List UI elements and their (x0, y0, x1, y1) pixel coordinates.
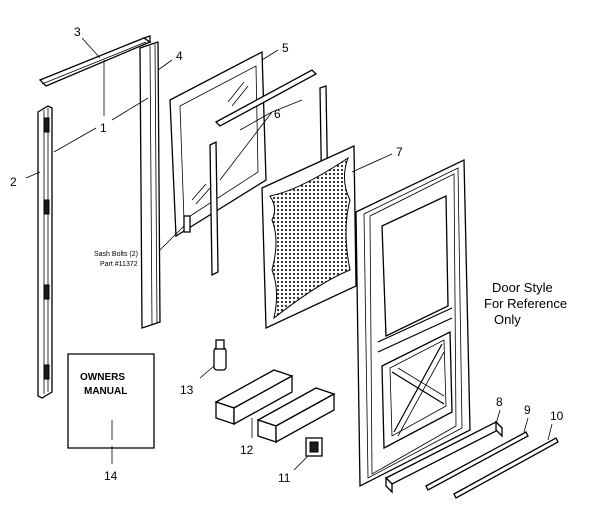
label-part-10: 10 (550, 409, 564, 423)
part-3-top-rail (38, 35, 152, 87)
label-part-7: 7 (396, 145, 403, 159)
sash-bolt (183, 215, 191, 233)
door-reference-illustration (355, 158, 471, 488)
part-4-latch-rail (139, 41, 161, 329)
part-14-owners-manual (67, 353, 155, 449)
part-12-spacer-blocks (214, 369, 336, 444)
label-part-8: 8 (496, 395, 503, 409)
label-part-2: 2 (10, 175, 17, 189)
part-8-bottom-sweep (384, 420, 504, 494)
label-part-11: 11 (278, 471, 291, 485)
part-11-latch (305, 437, 323, 457)
label-part-5: 5 (282, 41, 289, 55)
door-reference-line2: For Reference (484, 296, 567, 311)
label-part-3: 3 (74, 25, 81, 39)
part-13-bottle (213, 339, 227, 371)
part-10-drip-strip (453, 437, 559, 499)
label-part-6: 6 (274, 107, 281, 121)
door-reference-line3: Only (494, 312, 521, 327)
label-part-1: 1 (100, 121, 107, 135)
leader-lines (25, 37, 553, 471)
door-reference-line1: Door Style (492, 280, 553, 295)
label-part-14: 14 (104, 469, 118, 483)
part-2-hinge-rail (37, 105, 53, 399)
label-part-12: 12 (240, 443, 254, 457)
sash-bolts-note-line2: Part #11372 (100, 261, 138, 268)
manual-title-line1: OWNERS (80, 372, 125, 383)
sash-bolts-note-line1: Sash Bolts (2) (94, 251, 138, 258)
manual-title-line2: MANUAL (84, 386, 127, 397)
part-7-screen-insert (261, 144, 357, 330)
label-part-9: 9 (524, 403, 531, 417)
part-9-expander (425, 431, 529, 491)
label-part-13: 13 (180, 383, 194, 397)
part-5-glass-insert (169, 50, 267, 238)
label-part-4: 4 (176, 49, 183, 63)
